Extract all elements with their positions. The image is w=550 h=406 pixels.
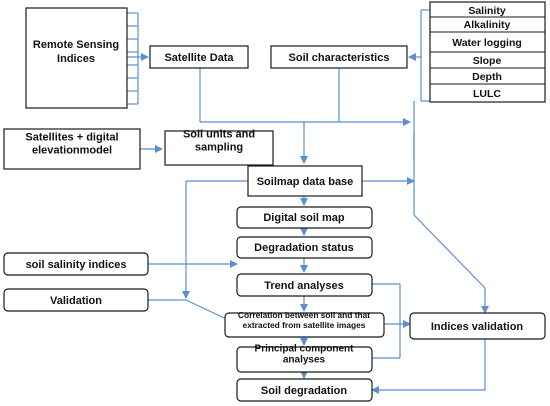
- label-line: Indices: [57, 53, 95, 65]
- label-line: Trend analyses: [264, 280, 344, 292]
- label-line: extracted from satellite images: [243, 320, 366, 330]
- characteristic-depth: Depth: [472, 71, 502, 83]
- label-line: Slope: [473, 55, 502, 67]
- connectors: [127, 9, 489, 394]
- label-line: Indices validation: [431, 321, 524, 333]
- characteristics-list: Salinity Alkalinity Water logging Slope …: [429, 1, 546, 103]
- soil-degradation-box: Soil degradation: [236, 378, 373, 402]
- label-line: analyses: [283, 355, 326, 366]
- validation-box: Validation: [3, 288, 149, 312]
- degradation-status-label: Degradation status: [254, 242, 354, 254]
- soil-salinity-indices-box: soil salinity indices: [3, 252, 149, 276]
- label-line: Validation: [50, 295, 102, 307]
- label-line: sampling: [195, 142, 243, 154]
- characteristic-lulc: LULC: [473, 88, 501, 100]
- trend-analyses-label: Trend analyses: [264, 280, 344, 292]
- label-line: Principal component: [255, 344, 355, 355]
- label-line: Alkalinity: [464, 19, 511, 31]
- label-line: Remote Sensing: [33, 39, 119, 51]
- soil-characteristics-label: Soil characteristics: [289, 52, 390, 64]
- label-line: Salinity: [468, 5, 506, 17]
- label-line: Digital soil map: [263, 212, 345, 224]
- label-line: Satellite Data: [164, 52, 234, 64]
- characteristic-alkalinity: Alkalinity: [464, 19, 511, 31]
- satellite-data-label: Satellite Data: [164, 52, 234, 64]
- characteristic-water-logging: Water logging: [452, 37, 522, 49]
- label-line: Depth: [472, 71, 502, 83]
- satellite-data-box: Satellite Data: [149, 45, 249, 69]
- soil-degradation-label: Soil degradation: [261, 385, 347, 397]
- soil-characteristics-box: Soil characteristics: [270, 45, 408, 69]
- characteristic-salinity: Salinity: [468, 5, 506, 17]
- label-line: Soil characteristics: [289, 52, 390, 64]
- label-line: Soil degradation: [261, 385, 347, 397]
- label-line: Water logging: [452, 37, 522, 49]
- right-feed-diagonal: [413, 214, 486, 289]
- label-line: Correlation between soil and that: [238, 310, 370, 320]
- label-line: Degradation status: [254, 242, 354, 254]
- label-line: soil salinity indices: [26, 259, 127, 271]
- label-line: LULC: [473, 88, 501, 100]
- label-line: elevationmodel: [32, 145, 112, 157]
- degradation-status-box: Degradation status: [236, 236, 373, 259]
- indices-validation-box: Indices validation: [409, 312, 546, 340]
- digital-soil-map-box: Digital soil map: [236, 206, 373, 229]
- label-line: Soil units and: [183, 129, 255, 141]
- indices-validation-label: Indices validation: [431, 321, 524, 333]
- characteristic-slope: Slope: [473, 55, 502, 67]
- trend-analyses-box: Trend analyses: [236, 273, 373, 297]
- soilmap-db-box: Soilmap data base: [247, 165, 363, 197]
- soilmap-db-label: Soilmap data base: [257, 176, 354, 188]
- soil-salinity-indices-label: soil salinity indices: [26, 259, 127, 271]
- label-line: Satellites + digital: [25, 132, 118, 144]
- validation-label: Validation: [50, 295, 102, 307]
- digital-soil-map-label: Digital soil map: [263, 212, 345, 224]
- label-line: Soilmap data base: [257, 176, 354, 188]
